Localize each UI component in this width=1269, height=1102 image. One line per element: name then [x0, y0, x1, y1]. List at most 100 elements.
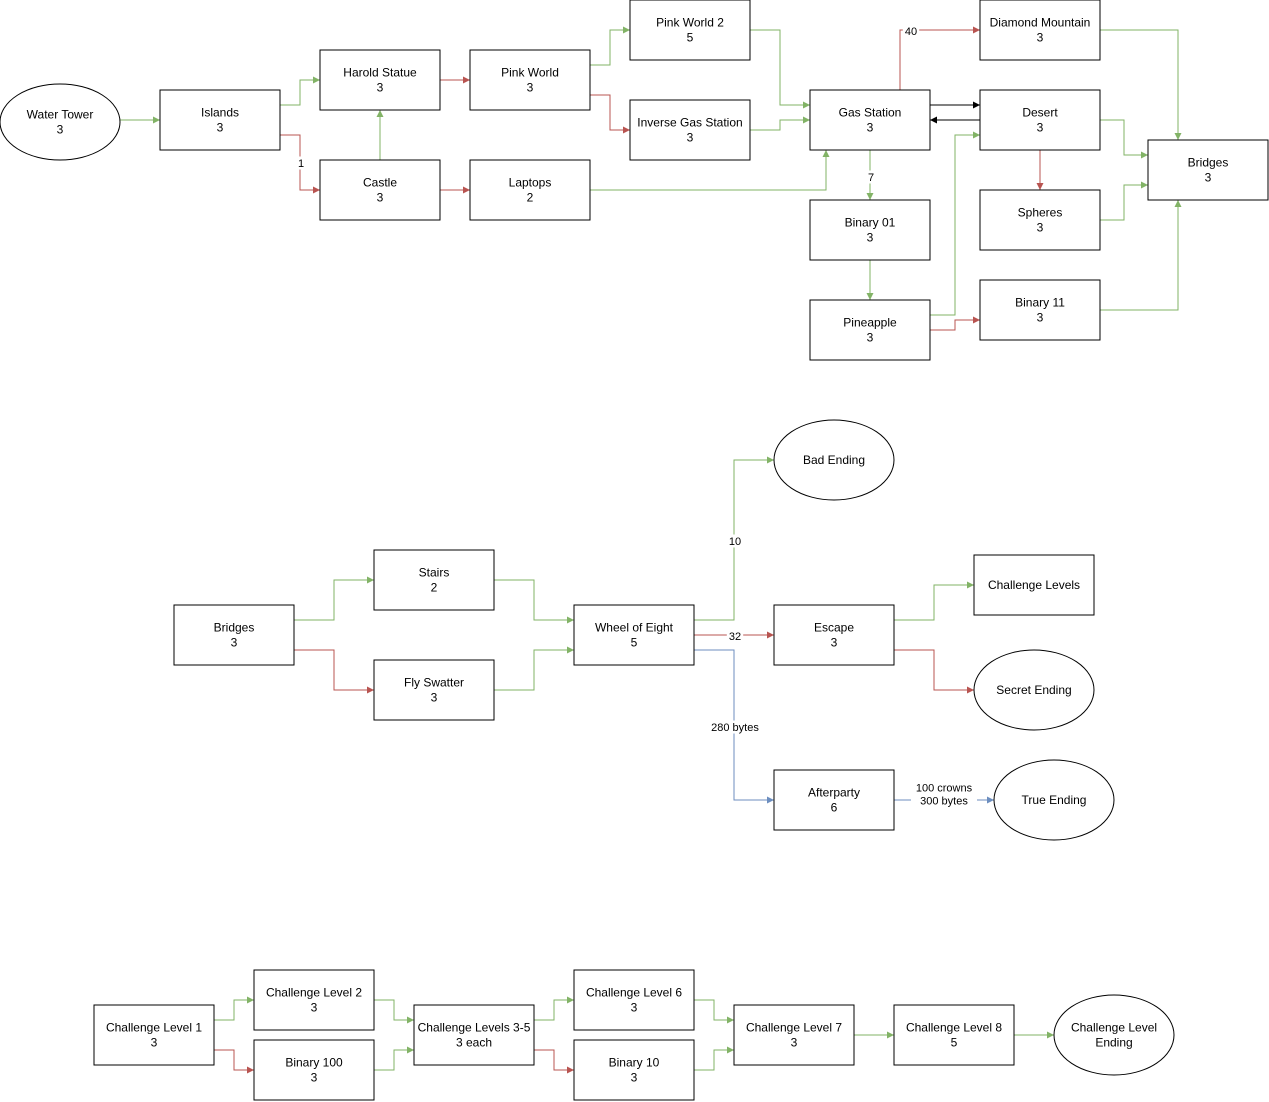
node-challenge-level-8: Challenge Level 85 — [893, 1004, 1015, 1066]
edge-label-wheel-escape: 32 — [729, 631, 741, 643]
node-value: 3 — [1037, 121, 1044, 135]
node-rect — [319, 159, 441, 221]
node-binary-11: Binary 113 — [979, 279, 1101, 341]
node-title: Bridges — [1188, 156, 1229, 170]
node-value: 6 — [831, 801, 838, 815]
edge-escape-to-secret-ending — [894, 649, 974, 694]
node-title: Binary 100 — [285, 1056, 343, 1070]
node-title: Spheres — [1018, 206, 1063, 220]
node-rect — [469, 159, 591, 221]
node-title: Harold Statue — [343, 66, 417, 80]
node-value: 3 — [231, 636, 238, 650]
node-rect — [893, 1004, 1015, 1066]
node-rect — [979, 89, 1101, 151]
node-value: 3 — [151, 1036, 158, 1050]
edge-label-bg — [726, 534, 744, 548]
edge-label-bg — [295, 156, 307, 170]
node-rect — [159, 89, 281, 151]
node-ellipse — [993, 759, 1115, 841]
node-title: Fly Swatter — [404, 676, 464, 690]
node-value: 3 — [831, 636, 838, 650]
node-title: Stairs — [419, 566, 450, 580]
edge-pink-world-to-pink-world-2 — [590, 26, 630, 66]
edge-inverse-gas-station-to-gas-station — [750, 116, 810, 131]
edge-pink-world-to-inverse-gas-station — [590, 94, 630, 134]
node-value: 2 — [527, 191, 534, 205]
node-ellipse — [773, 419, 895, 501]
edge-challenge-level-2-to-challenge-levels-3-5 — [374, 999, 414, 1024]
node-rect — [809, 89, 931, 151]
edge-binary-11-to-bridges-top — [1100, 200, 1182, 311]
node-binary-01: Binary 013 — [809, 199, 931, 261]
edge-spheres-to-bridges-top — [1100, 181, 1148, 221]
edge-fly-swatter-to-wheel-of-eight — [494, 646, 574, 691]
edge-gas-station-to-diamond-mountain — [899, 26, 980, 90]
edge-binary-100-to-challenge-levels-3-5 — [374, 1046, 414, 1071]
node-title: Gas Station — [839, 106, 902, 120]
node-value: 3 — [431, 691, 438, 705]
node-value: 3 — [1037, 221, 1044, 235]
edge-label-gas-binary01: 7 — [868, 172, 874, 184]
edge-islands-to-harold-statue — [280, 76, 320, 106]
node-value: 3 — [631, 1071, 638, 1085]
node-rect — [373, 659, 495, 721]
node-value: 3 — [687, 131, 694, 145]
edge-label-bg — [911, 781, 977, 807]
node-rect — [973, 554, 1095, 616]
node-title: Castle — [363, 176, 397, 190]
node-rect — [319, 49, 441, 111]
node-title: True Ending — [1022, 793, 1087, 807]
node-rect — [979, 0, 1101, 61]
edge-escape-to-challenge-levels — [894, 581, 974, 621]
node-bad-ending: Bad Ending — [773, 419, 895, 501]
edge-challenge-level-1-to-challenge-level-2 — [214, 996, 254, 1021]
node-value: 3 — [1205, 171, 1212, 185]
node-title: Pink World 2 — [656, 16, 724, 30]
edge-stairs-to-wheel-of-eight — [494, 579, 574, 624]
node-value: 3 — [867, 231, 874, 245]
node-title: Binary 10 — [609, 1056, 660, 1070]
node-title: Bridges — [214, 621, 255, 635]
node-title: Wheel of Eight — [595, 621, 674, 635]
node-rect — [573, 1039, 695, 1101]
node-rect — [809, 299, 931, 361]
node-secret-ending: Secret Ending — [973, 649, 1095, 731]
edge-challenge-level-1-to-binary-100 — [214, 1049, 254, 1074]
edges-layer — [120, 26, 1182, 1074]
node-title: Challenge Level 1 — [106, 1021, 202, 1035]
edge-binary-10-to-challenge-level-7 — [694, 1046, 734, 1071]
node-title: Challenge Level 8 — [906, 1021, 1002, 1035]
node-challenge-level-2: Challenge Level 23 — [253, 969, 375, 1031]
node-rect — [773, 604, 895, 666]
edge-laptops-to-gas-station — [590, 150, 830, 191]
node-challenge-levels-3-5: Challenge Levels 3-53 each — [413, 1004, 535, 1066]
node-rect — [979, 279, 1101, 341]
node-value: 3 — [377, 81, 384, 95]
node-value: 3 — [867, 331, 874, 345]
edge-diamond-mountain-to-bridges-top — [1100, 29, 1182, 140]
edge-challenge-levels-3-5-to-challenge-level-6 — [534, 996, 574, 1021]
node-rect — [573, 604, 695, 666]
edge-label-wheel-afterparty: 280 bytes — [711, 722, 759, 734]
node-true-ending: True Ending — [993, 759, 1115, 841]
node-title: Challenge Levels — [988, 578, 1080, 592]
node-ellipse — [973, 649, 1095, 731]
node-value: 2 — [431, 581, 438, 595]
node-value: 3 — [791, 1036, 798, 1050]
node-title: Challenge Level 2 — [266, 986, 362, 1000]
